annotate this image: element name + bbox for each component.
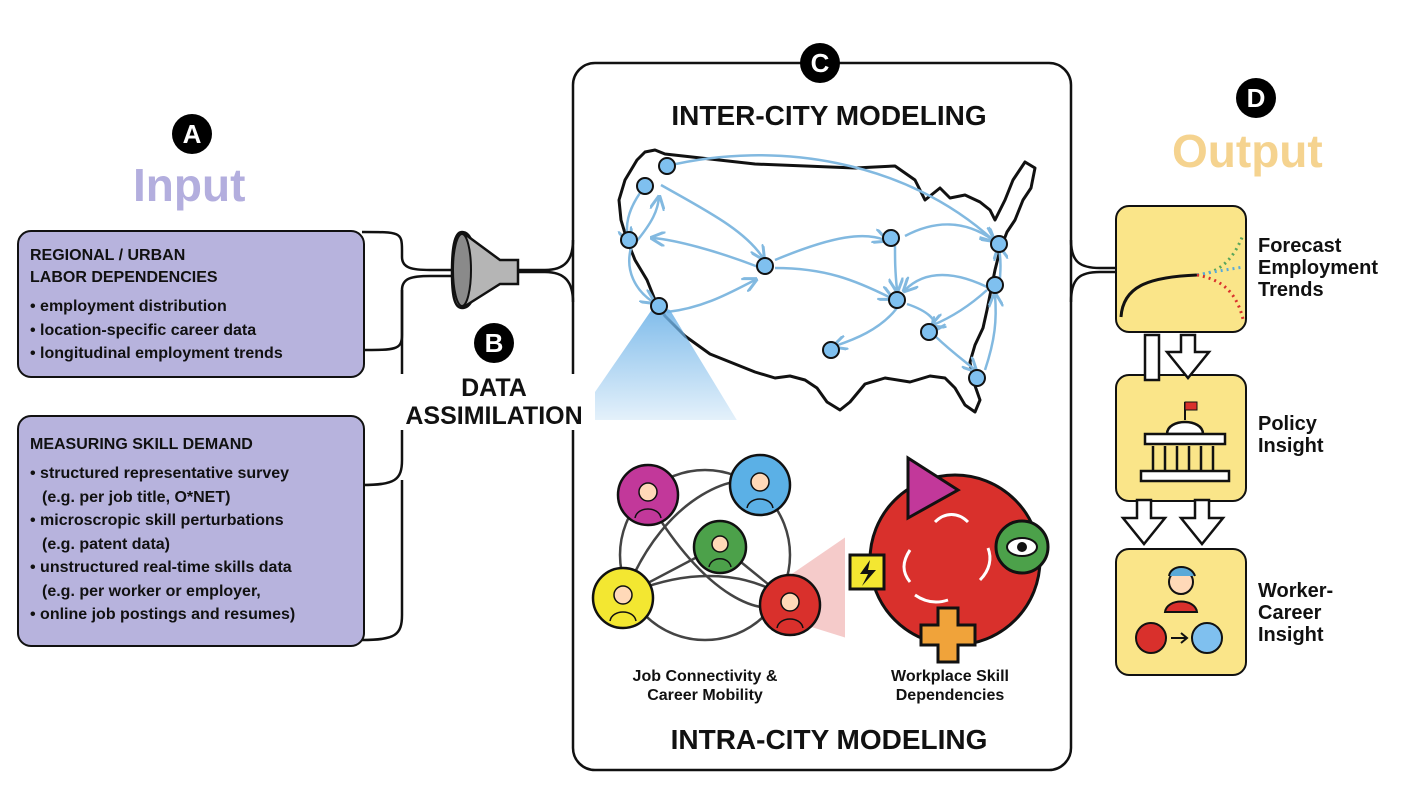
worker-career-icon [1135,566,1223,654]
box-heading: REGIONAL / URBAN [30,247,186,264]
caption-skill-dependencies: Workplace Skill Dependencies [850,667,1050,705]
label-line: Career [1258,602,1322,624]
box-heading: LABOR DEPENDENCIES [30,269,218,286]
inter-city-title: INTER-CITY MODELING [671,100,987,131]
caption-line: Career Mobility [647,687,763,704]
data-assimilation-label: DATA ASSIMILATION [388,374,600,430]
assimilation-line1: DATA [461,374,527,402]
label-line: Insight [1258,435,1324,457]
skill-dependency-diagram [848,455,1050,664]
forecast-chart-icon [1119,234,1245,320]
input-title: Input [133,159,246,211]
math-icon [919,606,977,664]
intra-city-title: INTRA-CITY MODELING [670,724,988,755]
list-item: • microscropic skill perturbations [30,512,284,529]
caption-line: Dependencies [895,687,1005,704]
capitol-building-icon [1139,401,1231,483]
label-line: Forecast [1258,235,1342,257]
assimilation-line2: ASSIMILATION [405,402,583,430]
list-item: • structured representative survey [30,465,290,482]
output-box-worker [1115,548,1247,676]
label-line: Insight [1258,624,1324,646]
list-item: • unstructured real-time skills data [30,559,292,576]
list-item: (e.g. per worker or employer, [42,582,261,600]
label-line: Worker- [1258,580,1334,602]
list-item: • longitudinal employment trends [30,345,283,362]
label-line: Trends [1258,279,1324,301]
policy-label: Policy Insight [1258,413,1324,457]
worker-label: Worker- Career Insight [1258,580,1333,646]
badge-c: C [800,43,840,83]
caption-line: Job Connectivity & [632,668,778,685]
funnel-icon [450,230,520,310]
badge-b: B [474,323,514,363]
output-box-forecast [1115,205,1247,333]
label-line: Policy [1258,413,1317,435]
input-box-skill-demand: MEASURING SKILL DEMAND • structured repr… [17,415,365,647]
forecast-label: Forecast Employment Trends [1258,235,1378,301]
list-item: (e.g. patent data) [42,535,171,553]
hearing-icon [906,455,961,521]
avatar [613,585,633,605]
badge-d: D [1236,78,1276,118]
box-heading: MEASURING SKILL DEMAND [30,436,253,453]
avatar [780,592,800,612]
list-item: • location-specific career data [30,321,257,339]
caption-job-connectivity: Job Connectivity & Career Mobility [600,667,810,705]
output-box-policy [1115,374,1247,502]
avatar [711,535,729,553]
output-title: Output [1172,125,1323,177]
badge-a: A [172,114,212,154]
job-network-diagram [591,453,845,642]
output-arrows [1120,333,1226,546]
input-box-regional: REGIONAL / URBAN LABOR DEPENDENCIES • em… [17,230,365,378]
list-item: • online job postings and resumes) [30,606,296,623]
us-map [595,148,1037,420]
list-item: (e.g. per job title, O*NET) [42,488,231,506]
avatar [750,472,770,492]
list-item: • employment distribution [30,298,227,315]
avatar [638,482,658,502]
caption-line: Workplace Skill [891,668,1009,685]
label-line: Employment [1258,257,1379,279]
